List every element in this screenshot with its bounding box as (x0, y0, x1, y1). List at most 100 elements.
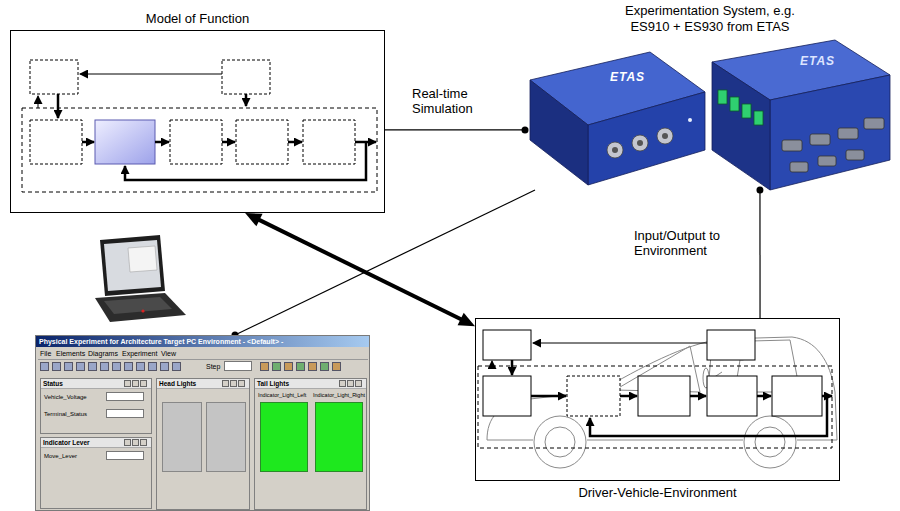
laptop-picture (141, 309, 144, 312)
environment-model-blocks (533, 343, 707, 344)
step-input (224, 361, 252, 371)
environment-model-arrows (531, 396, 832, 436)
connector-line (759, 190, 760, 318)
environment-model-blocks (483, 376, 531, 416)
function-model-blocks (125, 143, 366, 180)
function-model-blocks (30, 120, 82, 164)
toolbar-icon (308, 362, 317, 371)
menu-item: View (161, 349, 176, 358)
panel-title: Head Lights (159, 379, 196, 388)
es930-device (810, 134, 830, 145)
tail-light-lamp (315, 402, 363, 472)
connector-line (385, 129, 525, 130)
function-model-blocks (288, 141, 302, 144)
environment-model-arrows (590, 397, 827, 436)
tail-light-lamp (260, 402, 308, 472)
toolbar-icon (52, 362, 61, 371)
signal-name: Vehicle_Voltage (44, 393, 87, 401)
window-title: Physical Experiment for Architecture Tar… (39, 337, 283, 346)
menu-item: Experiment (122, 349, 157, 358)
function-model-blocks (245, 94, 248, 106)
environment-model-arrows (620, 395, 637, 398)
toolbar-icon (148, 362, 157, 371)
toolbar-icon (160, 362, 169, 371)
es930-device (742, 104, 751, 118)
function-model-blocks (170, 120, 222, 164)
box-heading: Experimentation System, e.g. ES910 + ES9… (613, 3, 808, 35)
laptop-picture (104, 240, 161, 291)
window-button (140, 380, 147, 387)
function-model-blocks (95, 120, 155, 164)
connector-label: Input/Output to Environment (634, 228, 752, 258)
environment-model-arrows (822, 395, 832, 398)
toolbar-icon (112, 362, 121, 371)
function-model-blocks (222, 60, 270, 94)
toolbar-icon (332, 362, 341, 371)
environment-model-blocks (567, 376, 620, 416)
menu-item: Diagrams (88, 349, 118, 358)
es930-device (838, 128, 858, 139)
laptop-picture (128, 246, 157, 272)
window-button (238, 380, 245, 387)
brand-logo: ETAS (610, 70, 645, 85)
connector (385, 126, 529, 133)
es910-device (637, 140, 643, 146)
window-title-bar: Physical Experiment for Architecture Tar… (36, 336, 369, 347)
window-button (124, 439, 131, 446)
toolbar-icon (124, 362, 133, 371)
toolbar-icon (172, 362, 181, 371)
function-model-blocks (22, 108, 377, 192)
es910-device (632, 135, 648, 151)
environment-model-blocks (707, 330, 755, 360)
environment-model-blocks (478, 330, 832, 448)
function-model-blocks (30, 60, 78, 94)
window-button (339, 380, 346, 387)
es910-device (688, 118, 692, 122)
value-input (106, 451, 144, 460)
window-button (355, 380, 362, 387)
toolbar-icon (40, 362, 49, 371)
toolbar-icon (320, 362, 329, 371)
environment-model-blocks (511, 360, 514, 375)
function-model-blocks (303, 120, 355, 164)
environment-model-arrows (757, 395, 771, 398)
menu-item: Elements (56, 349, 85, 358)
es910-device (588, 92, 705, 185)
car-outline (545, 427, 575, 457)
environment-model-arrows (690, 395, 706, 398)
signal-name: Terminal_Status (44, 410, 87, 418)
es910-device (612, 147, 618, 153)
box-heading: Model of Function (11, 11, 384, 26)
panel-title: Tail Lights (257, 379, 289, 388)
es930-device (712, 40, 890, 190)
signal-name: Indicator_Light_Right (313, 392, 365, 399)
environment-model-arrows (531, 395, 566, 398)
toolbar-icon (64, 362, 73, 371)
environment-model-blocks (772, 376, 822, 416)
es930-device (782, 140, 802, 151)
function-model-blocks (57, 94, 60, 118)
toolbar-icon (296, 362, 305, 371)
es910-device (662, 133, 668, 139)
window-button (230, 380, 237, 387)
es910-device (530, 80, 588, 185)
function-model-box: Model of Function (10, 30, 385, 213)
es930-device (718, 90, 727, 104)
connector-label: Real-time Simulation (412, 86, 507, 116)
toolbar-icon (136, 362, 145, 371)
toolbar-icon (272, 362, 281, 371)
box-heading: Driver-Vehicle-Environment (476, 485, 839, 500)
es910-device (607, 142, 623, 158)
es930-device (790, 162, 808, 172)
signal-name: Indicator_Light_Left (258, 392, 306, 399)
es930-device (754, 111, 763, 125)
panel-title: Indicator Lever (43, 438, 90, 447)
window-button (132, 380, 139, 387)
connector-dot (756, 187, 763, 194)
connector-line (257, 219, 464, 321)
menu-item: File (40, 349, 51, 358)
es910-device (530, 52, 705, 185)
environment-model-blocks (707, 376, 757, 416)
window-button (124, 380, 131, 387)
